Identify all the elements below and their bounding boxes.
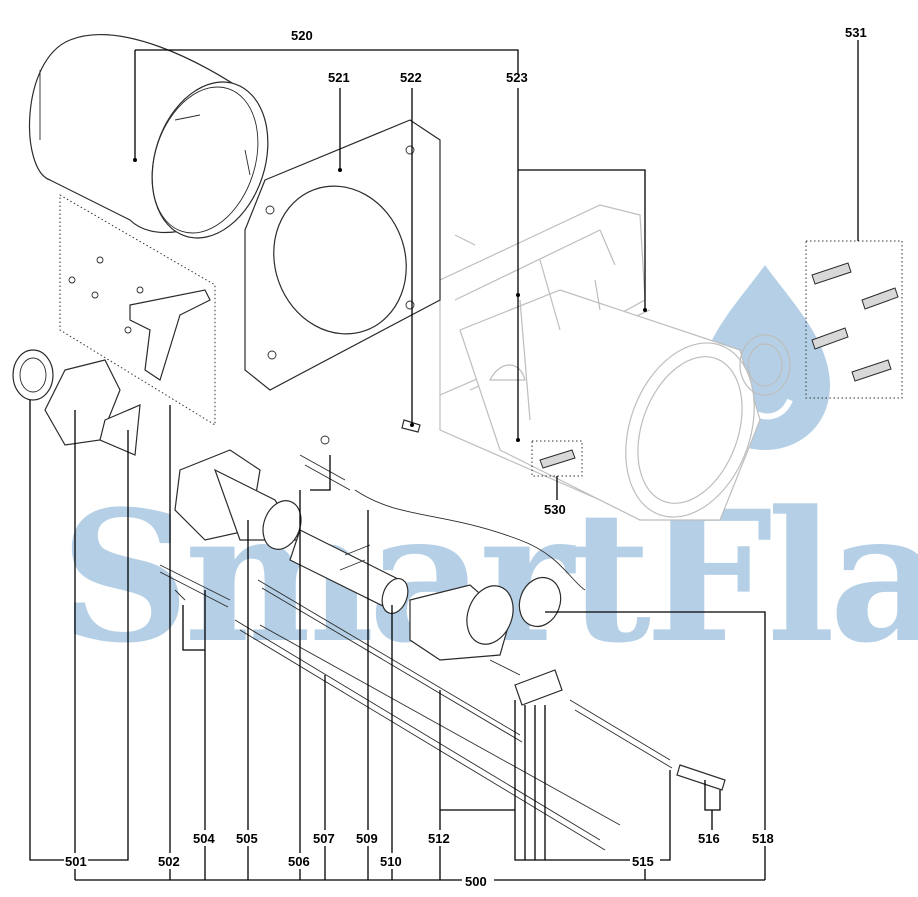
tubes-507-512 bbox=[234, 579, 621, 851]
label-507: 507 bbox=[313, 831, 335, 846]
pump-parts-515-516 bbox=[489, 659, 726, 791]
nozzle-holder-elbow bbox=[409, 576, 562, 661]
label-520: 520 bbox=[291, 28, 313, 43]
ignition-cable-509 bbox=[354, 489, 586, 591]
label-518: 518 bbox=[752, 831, 774, 846]
label-500: 500 bbox=[465, 874, 487, 889]
label-502: 502 bbox=[158, 854, 180, 869]
electrode-504 bbox=[159, 564, 231, 608]
leader-lines bbox=[29, 40, 859, 881]
part-labels: 520 521 522 523 531 530 501 502 504 505 … bbox=[64, 25, 867, 889]
blast-tube-505 bbox=[174, 449, 302, 550]
label-512: 512 bbox=[428, 831, 450, 846]
flame-tube-509-510 bbox=[289, 529, 409, 615]
label-516: 516 bbox=[698, 831, 720, 846]
label-504: 504 bbox=[193, 831, 215, 846]
plate-assembly-502 bbox=[59, 194, 216, 426]
label-506: 506 bbox=[288, 854, 310, 869]
cylinder-cover-520 bbox=[28, 34, 269, 239]
label-501: 501 bbox=[65, 854, 87, 869]
label-531: 531 bbox=[845, 25, 867, 40]
label-510: 510 bbox=[380, 854, 402, 869]
part-530 bbox=[531, 440, 583, 477]
nozzles-box-531 bbox=[805, 240, 903, 399]
nozzle-set bbox=[811, 262, 899, 382]
label-505: 505 bbox=[236, 831, 258, 846]
label-523: 523 bbox=[506, 70, 528, 85]
label-521: 521 bbox=[328, 70, 350, 85]
diffuser-501 bbox=[12, 349, 141, 456]
label-509: 509 bbox=[356, 831, 378, 846]
electrode-506 bbox=[299, 435, 351, 491]
label-522: 522 bbox=[400, 70, 422, 85]
burner-housing-ghost bbox=[439, 204, 791, 521]
gasket-plate-521 bbox=[244, 119, 441, 391]
label-515: 515 bbox=[632, 854, 654, 869]
label-530: 530 bbox=[544, 502, 566, 517]
